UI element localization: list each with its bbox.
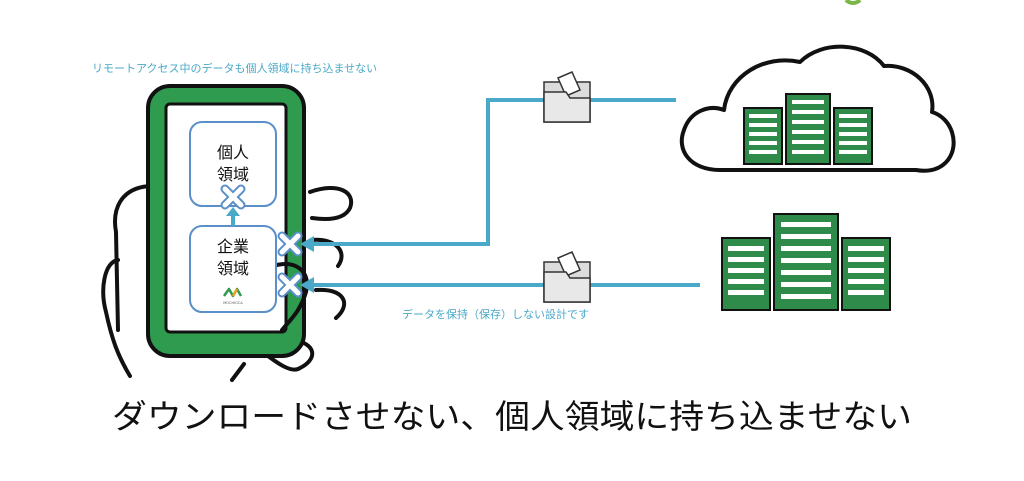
top-caption: リモートアクセス中のデータも個人領域に持ち込ませない bbox=[92, 61, 377, 75]
decorative-arc bbox=[844, 0, 862, 5]
cloud-connection-arrowhead bbox=[300, 236, 314, 252]
personal-area-box: 個人 領域 bbox=[189, 121, 277, 207]
corporate-area-line2: 領域 bbox=[217, 259, 249, 278]
corporate-area-line1: 企業 bbox=[217, 237, 249, 256]
folder-icon bbox=[543, 251, 591, 303]
thumb-outline bbox=[262, 262, 309, 332]
server-icon bbox=[721, 213, 891, 311]
block-x-icon bbox=[220, 184, 246, 210]
personal-area-line1: 個人 bbox=[217, 143, 249, 162]
server-connection-arrowhead bbox=[300, 277, 314, 293]
headline: ダウンロードさせない、個人領域に持ち込ませない bbox=[112, 397, 912, 436]
cloud-connection-line bbox=[312, 98, 676, 246]
folder-icon bbox=[543, 71, 591, 123]
brand-logo-text: MOCHIOCA bbox=[223, 301, 243, 305]
hand-outline bbox=[101, 184, 354, 382]
cloud-server-rack bbox=[743, 93, 873, 165]
personal-area-line2: 領域 bbox=[217, 165, 249, 184]
block-x-icon bbox=[277, 231, 303, 257]
right-caption: データを保持（保存）しない設計です bbox=[402, 307, 589, 321]
brand-logo: MOCHIOCA bbox=[222, 287, 243, 305]
transfer-arrow-up bbox=[226, 207, 240, 226]
block-x-icon bbox=[277, 272, 303, 298]
corporate-area-box: 企業 領域 MOCHIOCA bbox=[189, 225, 277, 313]
